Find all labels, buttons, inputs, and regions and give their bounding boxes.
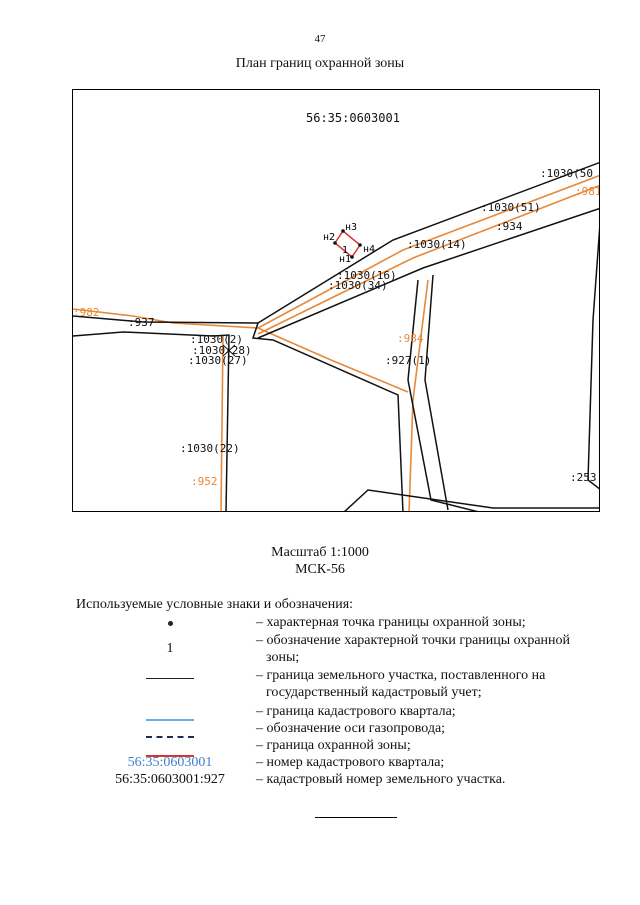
quarter-label: 56:35:0603001 (306, 111, 400, 125)
parcel-label-927-1: :927(1) (385, 354, 431, 367)
point-n3-marker (341, 229, 345, 233)
black-line-east-parcel (407, 279, 479, 511)
legend-text-parcel-boundary: – граница земельного участка, поставленн… (256, 667, 601, 701)
orange-parcel-boundaries (73, 174, 599, 511)
footer-rule (315, 817, 397, 818)
point-n2-label: н2 (323, 232, 335, 243)
black-line-sw-parcel (73, 331, 230, 511)
legend-text-cadastral-number: – кадастровый номер земельного участка. (256, 772, 506, 787)
parcel-label-937: :937 (128, 316, 155, 329)
point-dot-icon (167, 621, 173, 626)
legend-text-pipeline-axis: – обозначение оси газопровода; (256, 721, 446, 736)
parcel-label-1030-28: :1030(28) (192, 344, 252, 357)
scale-text: Масштаб 1:1000 (271, 545, 369, 560)
legend-heading: Используемые условные знаки и обозначени… (76, 597, 354, 612)
cluster-line-2 (222, 344, 236, 357)
orange-line-west (73, 308, 259, 329)
legend-symbol-quarter-number: 56:35:0603001 (127, 755, 213, 770)
orange-label-982: :982 (73, 306, 100, 319)
black-line-far-east (587, 227, 599, 490)
parcel-label-1030-22: :1030(22) (180, 442, 240, 455)
orange-label-952: :952 (191, 475, 218, 488)
parcel-label-934: :934 (496, 220, 523, 233)
parcel-label-1030-51: :1030(51) (481, 201, 541, 214)
legend-text-zone-boundary: – граница охранной зоны; (256, 738, 411, 753)
protection-zone: 1 н2 н3 н4 н1 (323, 222, 375, 265)
cadastral-map: 1 н2 н3 н4 н1 56:35:0603001 :1030(50 :10… (73, 111, 600, 511)
orange-line-south (220, 334, 224, 511)
crs-text: МСК-56 (295, 562, 345, 577)
legend-text-point-number-line1: – обозначение характерной точки границы … (256, 633, 571, 648)
point-n4-marker (358, 243, 362, 247)
page-title: План границ охранной зоны (235, 56, 405, 71)
black-line-east-parcel-2 (424, 274, 449, 511)
legend-text-point-number: – обозначение характерной точки границы … (256, 632, 601, 666)
map-frame: 1 н2 н3 н4 н1 56:35:0603001 :1030(50 :10… (72, 89, 600, 512)
legend-symbol-quarter-boundary (100, 709, 240, 726)
legend-symbol-cadastral-number: 56:35:0603001:927 (115, 772, 225, 787)
point-n2-marker (333, 241, 337, 245)
black-line-mid-parcel (251, 322, 404, 511)
cluster-marker (222, 344, 236, 357)
black-line-icon (146, 678, 194, 679)
parcel-label-1030-27: :1030(27) (188, 354, 248, 367)
orange-line-mid (257, 327, 409, 393)
orange-line-road-b (257, 184, 599, 335)
orange-label-984: :984 (397, 332, 424, 345)
legend-symbol-pipeline-axis (100, 726, 240, 743)
legend-text-quarter-boundary: – граница кадастрового квартала; (256, 704, 456, 719)
legend-text-parcel-boundary-line1: – граница земельного участка, поставленн… (256, 668, 546, 683)
legend-symbol-zone-boundary (100, 745, 240, 762)
point-n1-label: н1 (339, 254, 351, 265)
black-parcel-boundaries (73, 161, 599, 511)
point-n3-label: н3 (345, 222, 357, 233)
red-line-icon (146, 755, 194, 757)
black-line-west (73, 315, 259, 324)
legend-symbol-point (100, 614, 240, 631)
parcel-label-1030-16: :1030(16) (337, 269, 397, 282)
parcel-label-1030-34: :1030(34) (328, 279, 388, 292)
orange-line-center (408, 279, 429, 511)
legend-text-point: – характерная точка границы охранной зон… (256, 615, 526, 630)
legend-text-quarter-number: – номер кадастрового квартала; (256, 755, 445, 770)
dashed-line-icon (146, 736, 194, 738)
blue-line-icon (146, 719, 194, 721)
orange-line-road-a (257, 174, 599, 329)
parcel-label-253: :253 (570, 471, 597, 484)
legend-text-parcel-boundary-line2: государственный кадастровый учет; (266, 685, 482, 700)
black-line-south-road (257, 207, 599, 339)
legend-symbol-point-number: 1 (166, 641, 174, 656)
legend-symbol-parcel-boundary (100, 667, 240, 684)
parcel-label-1030-2: :1030(2) (190, 333, 243, 346)
black-line-bottom (344, 489, 599, 511)
legend-text-point-number-line2: зоны; (266, 650, 300, 665)
point-n1-marker (350, 255, 354, 259)
scale-block: Масштаб 1:1000 МСК-56 (0, 544, 640, 578)
page-number: 47 (314, 33, 326, 45)
black-line-north-road (257, 161, 599, 324)
zone-number: 1 (342, 245, 348, 256)
parcel-label-1030-50: :1030(50 (540, 167, 593, 180)
parcel-label-1030-14: :1030(14) (407, 238, 467, 251)
orange-label-981: :981 (575, 185, 600, 198)
point-n4-label: н4 (363, 244, 375, 255)
